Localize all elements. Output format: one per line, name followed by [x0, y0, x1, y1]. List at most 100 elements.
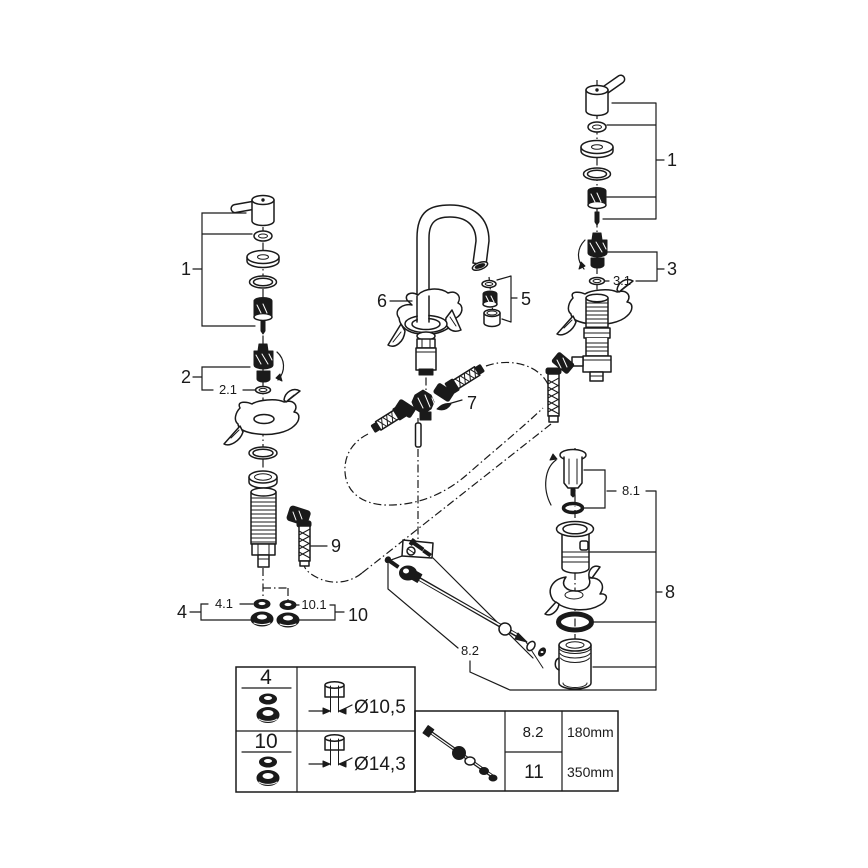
pull-rod-assembly: [384, 538, 547, 669]
tee-connector: [394, 383, 455, 421]
hose-elbow-right: [545, 352, 575, 375]
aerator-set-5: [481, 279, 501, 328]
callout-1-right: 1: [602, 102, 677, 220]
rod-o-rings: [525, 640, 547, 669]
aerator-insert: [253, 297, 273, 322]
o-ring-large-right: [582, 167, 612, 181]
callout-label-1-left: 1: [181, 259, 191, 279]
nut-row1-item: 4: [260, 666, 272, 689]
callout-9: 9: [310, 536, 341, 556]
grommet: [399, 565, 417, 581]
nut-row2-item: 10: [254, 730, 277, 753]
callout-label-8-1: 8.1: [622, 483, 640, 498]
stud-drawing-row2: [308, 734, 353, 768]
nut-row2-diameter: Ø14,3: [354, 754, 406, 775]
waste-wedge: [544, 565, 608, 616]
callout-2: 2 2.1: [181, 366, 257, 397]
rod-row1-length: 180mm: [567, 724, 614, 740]
threaded-shank-right: [571, 293, 612, 382]
popup-stopper: [545, 448, 587, 506]
o-ring-small-right: [587, 121, 607, 133]
pin: [260, 320, 266, 335]
callout-label-1-right: 1: [667, 150, 677, 170]
rod-length-table: 8.2 180mm 11 350mm: [414, 710, 619, 792]
callout-8: 8 8.1: [583, 469, 675, 691]
callout-label-4: 4: [177, 602, 187, 622]
rod-drawing: [422, 725, 498, 782]
callout-label-7: 7: [467, 393, 477, 413]
spout-assembly: [370, 204, 501, 448]
callout-4: 4 4.1: [177, 596, 254, 622]
washer-4-1: [253, 599, 271, 609]
drain-assembly: [544, 448, 608, 690]
lever-handle: [230, 194, 275, 227]
rod-row1-item: 8.2: [523, 724, 544, 741]
mounting-nut-4: [250, 611, 274, 627]
callout-label-10: 10: [348, 605, 368, 625]
washer-icon: [259, 756, 277, 768]
callouts: 1 2 2.1 4 4.1 10 10.1 9 6 5: [177, 102, 677, 691]
nut-dimension-table: 4 Ø10,5 10: [235, 666, 416, 793]
callout-label-10-1: 10.1: [301, 597, 326, 612]
rod-row2-length: 350mm: [567, 764, 614, 780]
callout-label-6: 6: [377, 291, 387, 311]
o-ring-base: [248, 446, 278, 460]
spout-flange: [404, 295, 448, 376]
callout-label-5: 5: [521, 289, 531, 309]
o-ring-8-1: [561, 501, 585, 515]
left-faucet-assembly: [223, 194, 312, 628]
hose-elbow-left: [286, 505, 312, 528]
washer-icon: [259, 693, 277, 705]
rod-table-row-1: 8.2 180mm: [523, 724, 614, 741]
callout-7: 7: [447, 393, 477, 413]
braided-hose-right: [547, 373, 560, 423]
braided-hose-upper: [444, 364, 485, 395]
nut-row1-diameter: Ø10,5: [354, 697, 406, 718]
o-ring-3-1: [588, 276, 606, 286]
braided-hose-9: [298, 525, 311, 567]
aerator-insert-right: [587, 187, 607, 210]
callout-1-left: 1: [181, 212, 256, 327]
callout-label-8-2: 8.2: [461, 643, 479, 658]
pin-right: [594, 211, 600, 226]
pull-rod: [411, 571, 528, 643]
o-ring-large: [248, 275, 278, 289]
callout-label-3: 3: [667, 259, 677, 279]
callout-10: 10 10.1: [295, 597, 368, 625]
callout-label-2-1: 2.1: [219, 382, 237, 397]
callout-5: 5: [496, 275, 531, 323]
guide-pin: [414, 422, 422, 448]
nut-icon: [256, 770, 280, 786]
stud-drawing-row1: [308, 681, 353, 715]
drain-lower-body: [554, 638, 592, 690]
escutcheon-cap-right: [580, 139, 614, 159]
braided-hose-lower: [370, 404, 408, 433]
callout-label-9: 9: [331, 536, 341, 556]
callout-6: 6: [377, 291, 413, 311]
mounting-nut-10: [276, 612, 300, 628]
o-ring-2-1: [254, 385, 272, 395]
rod-table-row-2: 11 350mm: [524, 762, 614, 783]
threaded-shank-left: [250, 487, 277, 568]
washer-10-1: [279, 600, 297, 610]
callout-label-3-1: 3.1: [613, 273, 631, 288]
valve-cartridge-3: [577, 232, 608, 270]
callout-3: 3 3.1: [604, 251, 677, 288]
callout-8-2: 8.2: [461, 643, 657, 691]
rod-row2-item: 11: [524, 762, 544, 783]
right-faucet-assembly: [545, 74, 634, 423]
drain-gasket: [556, 611, 594, 633]
drain-flange: [555, 520, 595, 574]
escutcheon-cap: [246, 249, 280, 269]
leaf-escutcheon-left: [223, 388, 301, 446]
valve-cartridge-2: [253, 343, 285, 383]
nut-table-row-1: 4 Ø10,5: [241, 666, 406, 723]
nut-icon: [256, 707, 280, 723]
clip-box: [401, 538, 434, 559]
retainer-clip-7: [436, 403, 452, 411]
screw: [384, 556, 400, 569]
lever-handle-right: [585, 74, 626, 117]
o-ring-small: [253, 230, 273, 242]
